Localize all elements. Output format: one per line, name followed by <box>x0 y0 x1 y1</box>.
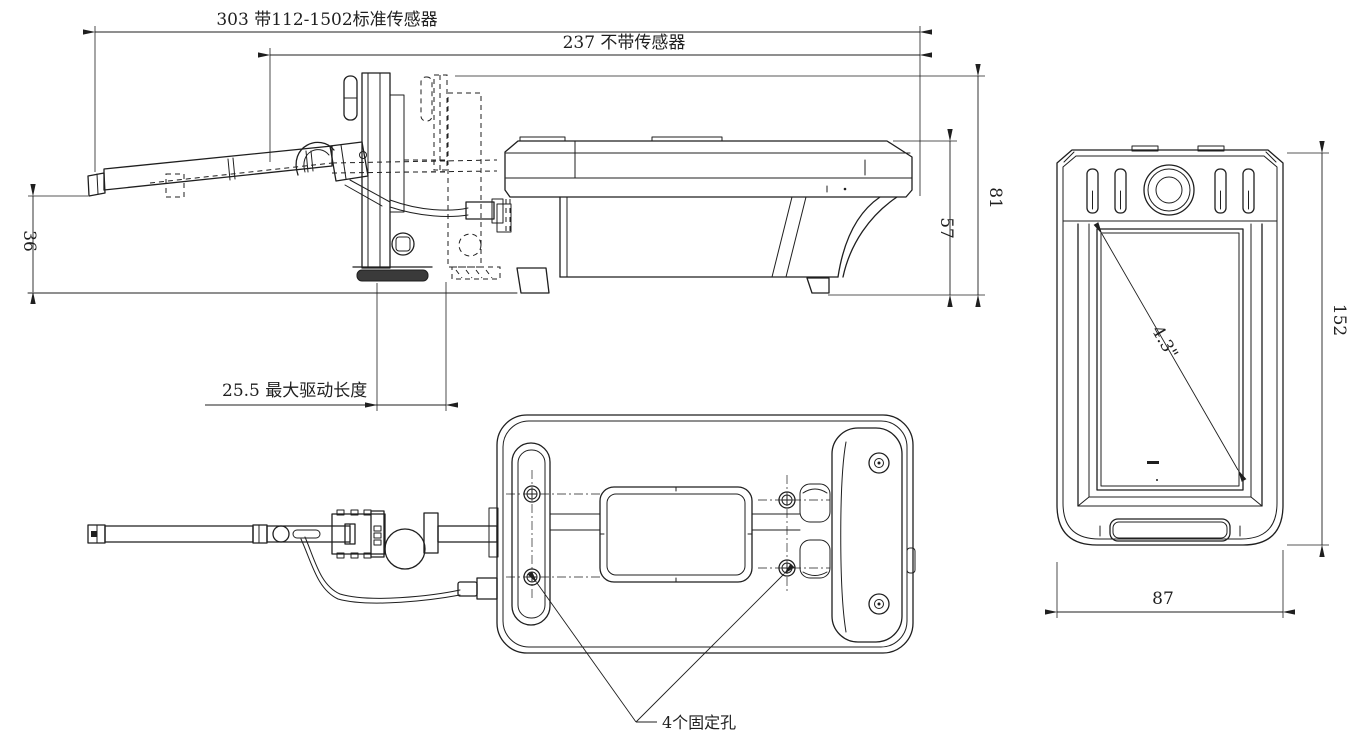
screen: 4.3" <box>1077 222 1263 507</box>
device-body-side <box>496 136 913 294</box>
button-pill-3 <box>1214 168 1227 214</box>
sensor-cable-side <box>389 198 511 233</box>
dimensions: 303 带112-1502标准传感器 237 不带传感器 36 25.5 最大驱… <box>19 10 1347 618</box>
rear-panel <box>831 427 903 643</box>
dim-81: 81 <box>455 63 1005 308</box>
stand-foot <box>356 269 429 282</box>
dim-87: 87 <box>1044 550 1296 618</box>
center-recess <box>599 486 753 583</box>
cable-connector-top <box>476 577 498 600</box>
bottom-view: 4个固定孔 <box>87 414 916 732</box>
bottom-slot <box>1099 518 1241 542</box>
device-body-front <box>1056 145 1284 546</box>
dim-303: 303 带112-1502标准传感器 <box>82 10 933 196</box>
arm-slot <box>292 529 321 539</box>
dim-237: 237 不带传感器 <box>257 33 933 162</box>
probe-clamp-top <box>331 509 498 570</box>
button-pill-4 <box>1242 168 1255 214</box>
fixing-screw-front-left <box>523 485 541 503</box>
sensor-cable-top <box>300 536 498 604</box>
cable-connector-side <box>465 201 495 220</box>
button-pill-1 <box>1086 168 1099 214</box>
fixing-screw-front-right <box>778 491 796 509</box>
dim-25-5-label: 25.5 最大驱动长度 <box>222 381 367 401</box>
dim-87-label: 87 <box>1152 589 1174 609</box>
drive-mechanism-dashed <box>404 74 501 280</box>
clamp-thumbscrew <box>384 528 426 570</box>
probe-arm-top <box>87 523 356 545</box>
dim-152: 152 <box>1287 140 1347 558</box>
panel-screw-top <box>868 452 890 474</box>
dim-303-label: 303 带112-1502标准传感器 <box>216 10 437 30</box>
side-view <box>27 72 913 294</box>
dim-57-label: 57 <box>936 217 956 239</box>
dim-57: 57 <box>893 128 957 308</box>
dim-81-label: 81 <box>985 187 1005 209</box>
dim-36-label: 36 <box>19 230 39 252</box>
dim-152-label: 152 <box>1329 304 1347 336</box>
dim-237-label: 237 不带传感器 <box>563 33 686 53</box>
panel-screw-bottom <box>868 593 890 615</box>
button-pill-2 <box>1114 168 1127 214</box>
dim-25-5: 25.5 最大驱动长度 <box>205 282 459 411</box>
front-view: 4.3" <box>1056 145 1284 546</box>
front-foot <box>516 267 550 294</box>
left-recess <box>511 442 551 626</box>
side-port <box>906 547 916 574</box>
rotary-knob <box>1143 164 1195 216</box>
pivot-knob <box>391 232 415 256</box>
rear-foot <box>806 277 830 294</box>
device-body-bottom <box>488 414 916 654</box>
control-panel <box>1086 164 1255 216</box>
probe-clamp-side <box>295 141 391 207</box>
dim-36: 36 <box>19 183 88 305</box>
screen-diagonal-label: 4.3" <box>1147 322 1182 362</box>
fixing-holes-label: 4个固定孔 <box>662 713 736 732</box>
screen-diagonal-line <box>1093 222 1247 482</box>
fixing-holes-leader: 4个固定孔 <box>527 563 795 732</box>
mounting-bracket <box>343 72 433 282</box>
